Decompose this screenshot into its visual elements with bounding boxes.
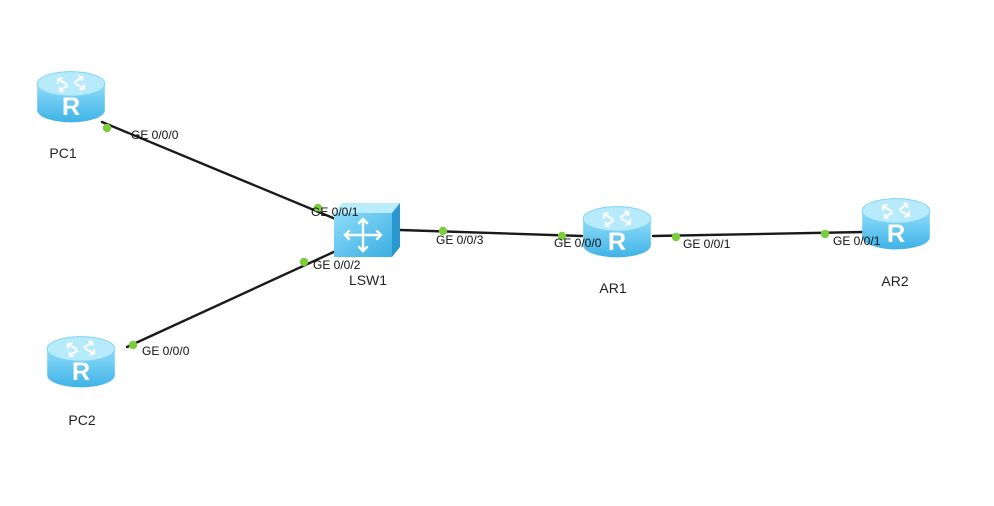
port-dot-ar1 [671,232,681,242]
port-dot-pc2 [128,340,138,350]
port-label-pc2: GE 0/0/0 [142,344,190,358]
port-dot-ar2 [820,229,830,239]
port-dot-lsw1 [299,257,309,267]
device-ar2[interactable]: AR2 [861,197,931,289]
port-label-lsw1: GE 0/0/2 [313,258,361,272]
port-dot-ar1 [557,231,567,241]
port-label-ar1: GE 0/0/1 [683,237,731,251]
port-dot-pc1 [102,123,112,133]
device-label-pc2: PC2 [68,412,95,428]
link-pc1-lsw1[interactable] [100,120,340,222]
port-label-ar1: GE 0/0/0 [554,236,602,250]
port-label-pc1: GE 0/0/0 [131,128,179,142]
device-pc2[interactable]: PC2 [46,335,116,428]
router-icon[interactable] [36,70,106,124]
labels-layer: GE 0/0/0 GE 0/0/1 GE 0/0/0 GE 0/0/2 GE 0/0/3… [102,123,881,358]
device-label-ar2: AR2 [881,273,908,289]
device-label-ar1: AR1 [599,280,626,296]
device-ar1[interactable]: AR1 [582,205,652,296]
device-label-lsw1: LSW1 [349,272,387,288]
port-label-ar2: GE 0/0/1 [833,234,881,248]
link-lsw1-ar1[interactable] [398,228,584,238]
router-icon[interactable] [46,335,116,389]
link-pc2-lsw1[interactable] [125,248,340,349]
device-lsw1[interactable]: LSW1 [334,203,400,288]
device-label-pc1: PC1 [49,145,76,161]
port-dot-lsw1 [313,203,323,213]
port-label-lsw1: GE 0/0/3 [436,233,484,247]
port-dot-lsw1 [438,226,448,236]
device-pc1[interactable]: PC1 [36,70,106,161]
port-label-lsw1: GE 0/0/1 [311,205,359,219]
